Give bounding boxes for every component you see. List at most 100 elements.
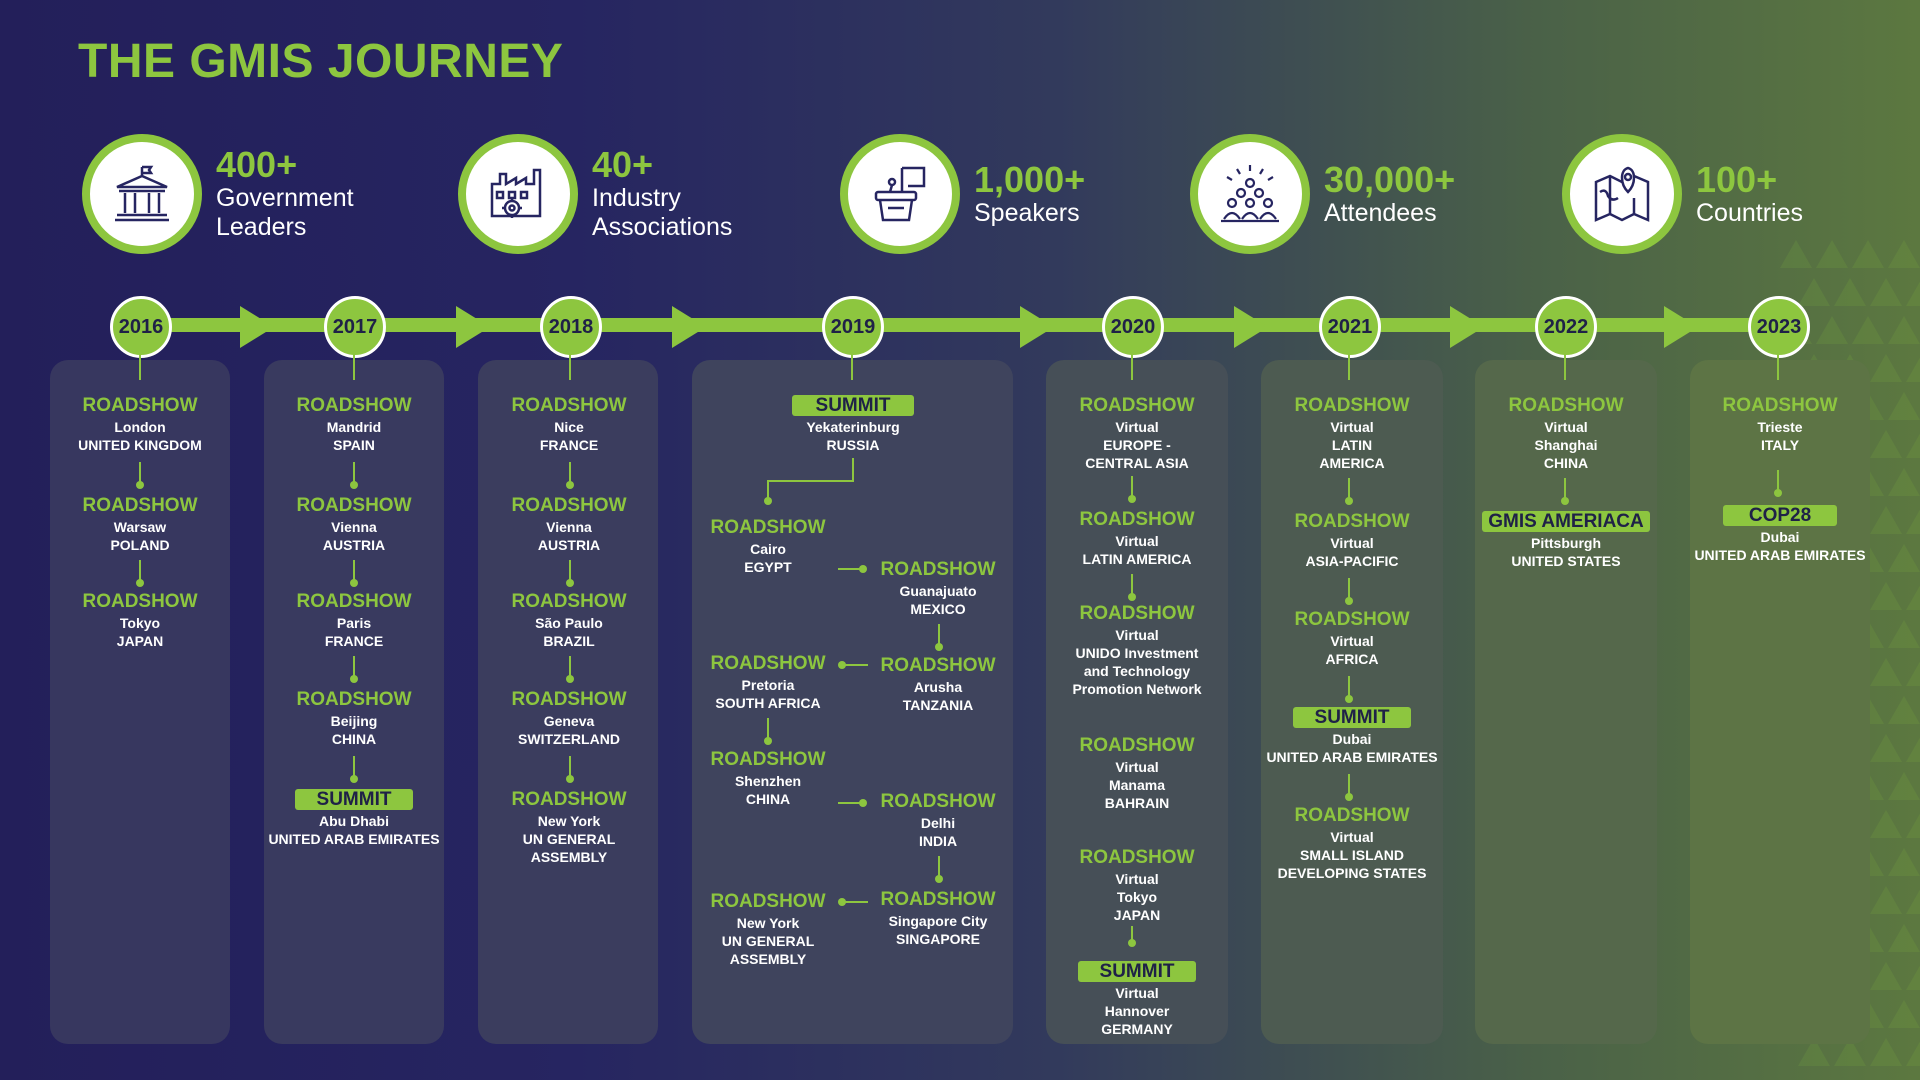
event-country: INDIA [918, 833, 958, 849]
event-country: BAHRAIN [1104, 795, 1170, 811]
year-card-2018 [478, 360, 658, 1044]
background-triangle [1780, 240, 1812, 268]
connector [838, 568, 862, 570]
connector-dot [859, 799, 867, 807]
connector [350, 756, 358, 783]
timeline-arrow [1450, 306, 1484, 348]
event-2020-latin-america: ROADSHOW Virtual LATIN AMERICA [1048, 508, 1226, 568]
event-type: ROADSHOW [511, 591, 627, 612]
connector [1345, 578, 1353, 605]
event-2022-pittsburgh: GMIS AMERIACA Pittsburgh UNITED STATES [1477, 510, 1655, 570]
connector [1348, 352, 1350, 380]
year-node-2018: 2018 [540, 296, 602, 358]
background-triangle [1888, 468, 1920, 496]
background-triangle [1888, 848, 1920, 876]
podium-icon [840, 134, 960, 254]
year-card-2023 [1690, 360, 1870, 1044]
event-country: JAPAN [116, 633, 164, 649]
connector [566, 560, 574, 587]
year-card-2021 [1261, 360, 1443, 1044]
connector [764, 480, 772, 505]
stat-number: 1,000+ [974, 158, 1086, 200]
summit-badge: SUMMIT [1292, 707, 1412, 728]
event-2021-africa: ROADSHOW Virtual AFRICA [1263, 608, 1441, 668]
event-type: ROADSHOW [82, 495, 198, 516]
event-country: FRANCE [324, 633, 384, 649]
connector [1777, 352, 1779, 380]
event-region: LATIN AMERICA [1082, 551, 1192, 567]
event-city: Pretoria [741, 677, 795, 693]
event-type: ROADSHOW [82, 591, 198, 612]
event-type: ROADSHOW [511, 395, 627, 416]
event-city: Delhi [920, 815, 956, 831]
connector [353, 352, 355, 380]
background-triangle [1852, 240, 1884, 268]
audience-icon [1190, 134, 1310, 254]
event-type: ROADSHOW [511, 495, 627, 516]
event-2017-mandrid: ROADSHOW Mandrid SPAIN [266, 394, 442, 454]
event-region: Promotion Network [1072, 681, 1202, 697]
background-triangle [1798, 278, 1830, 306]
event-type: ROADSHOW [880, 889, 996, 910]
event-2017-paris: ROADSHOW Paris FRANCE [266, 590, 442, 650]
year-node-2022: 2022 [1535, 296, 1597, 358]
background-triangle [1870, 962, 1902, 990]
event-country: CHINA [1543, 455, 1589, 471]
event-region: AFRICA [1325, 651, 1379, 667]
event-type: ROADSHOW [880, 655, 996, 676]
event-city: Virtual [1330, 633, 1374, 649]
year-node-2019: 2019 [822, 296, 884, 358]
event-2020-europe-central-asia: ROADSHOW Virtual EUROPE - CENTRAL ASIA [1048, 394, 1226, 472]
background-triangle [1870, 1038, 1902, 1066]
background-triangle [1888, 240, 1920, 268]
stat-attendees: 30,000+ Attendees [1190, 134, 1455, 254]
event-city: New York [537, 813, 601, 829]
event-type: ROADSHOW [82, 395, 198, 416]
event-type: ROADSHOW [1294, 511, 1410, 532]
background-triangle [1888, 544, 1920, 572]
stat-countries: 100+ Countries [1562, 134, 1803, 254]
event-country: POLAND [110, 537, 170, 553]
event-city: Shenzhen [734, 773, 802, 789]
event-2016-london: ROADSHOW London UNITED KINGDOM [60, 394, 220, 454]
event-country: RUSSIA [826, 437, 880, 453]
event-city: Dubai [1760, 529, 1800, 545]
event-2016-tokyo: ROADSHOW Tokyo JAPAN [60, 590, 220, 650]
background-triangle [1906, 1038, 1920, 1066]
background-triangle [1906, 886, 1920, 914]
connector [136, 560, 144, 587]
event-region: ASIA-PACIFIC [1305, 553, 1399, 569]
background-triangle [1870, 278, 1902, 306]
event-2021-asia-pacific: ROADSHOW Virtual ASIA-PACIFIC [1263, 510, 1441, 570]
connector [350, 656, 358, 683]
connector [842, 901, 868, 903]
event-2020-manama: ROADSHOW Virtual Manama BAHRAIN [1048, 734, 1226, 812]
event-type: ROADSHOW [710, 749, 826, 770]
event-city: Vienna [331, 519, 377, 535]
event-2019-delhi: ROADSHOW Delhi INDIA [868, 790, 1008, 850]
event-region: CENTRAL ASIA [1085, 455, 1189, 471]
background-triangle [1906, 658, 1920, 686]
event-city: Abu Dhabi [319, 813, 389, 829]
event-country: SPAIN [333, 437, 375, 453]
timeline-arrow [240, 306, 274, 348]
background-triangle [1906, 810, 1920, 838]
event-country: GERMANY [1101, 1021, 1173, 1037]
event-type: ROADSHOW [1079, 395, 1195, 416]
connector [569, 352, 571, 380]
summit-badge: COP28 [1722, 505, 1838, 526]
event-type: ROADSHOW [1508, 395, 1624, 416]
connector [350, 462, 358, 489]
event-region: and Technology [1083, 663, 1191, 679]
map-pin-icon [1562, 134, 1682, 254]
event-2019-cairo: ROADSHOW Cairo EGYPT [700, 516, 836, 576]
page-title: THE GMIS JOURNEY [78, 35, 564, 88]
event-city: Tokyo [1116, 889, 1158, 905]
background-triangle [1816, 316, 1848, 344]
event-city: Tokyo [119, 615, 161, 631]
background-triangle [1870, 810, 1902, 838]
timeline-arrow [456, 306, 490, 348]
event-country: UNITED ARAB EMIRATES [1266, 749, 1438, 765]
event-country: TANZANIA [902, 697, 974, 713]
background-triangle [1906, 962, 1920, 990]
